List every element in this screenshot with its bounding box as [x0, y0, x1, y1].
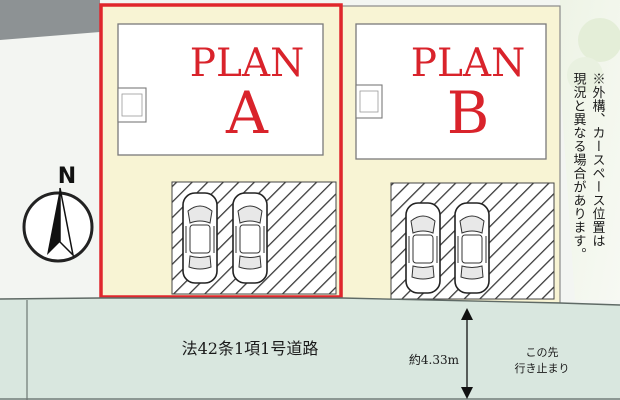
- plan-a-word: PLAN: [190, 41, 304, 86]
- dead-end-line-1: この先: [526, 346, 559, 359]
- note-column-1: ※外構、カースペース位置は: [590, 72, 606, 248]
- plan-a-letter: A: [225, 79, 269, 147]
- road-width-dimension: [461, 308, 473, 399]
- road-width-label: 約4.33m: [409, 352, 460, 367]
- north-compass-icon: [22, 187, 94, 263]
- note-column-2: 現況と異なる場合があります。: [571, 72, 587, 261]
- road-area: [0, 298, 620, 400]
- compass-north-label: N: [58, 164, 76, 189]
- road-edge-north: [0, 297, 620, 306]
- cars: [182, 192, 490, 294]
- tree-blob: [567, 57, 603, 93]
- parked-car-icon: [182, 192, 218, 284]
- plan-b-word: PLAN: [411, 41, 525, 86]
- plan-b-letter: B: [447, 79, 490, 147]
- parked-car-icon: [405, 202, 441, 294]
- parked-car-icon: [454, 202, 490, 294]
- dead-end-line-2: 行き止まり: [515, 362, 570, 375]
- road-type-label: 法42条1項1号道路: [182, 339, 319, 358]
- neighbor-building: [0, 0, 100, 40]
- parked-car-icon: [232, 192, 268, 284]
- house-plan-b: [355, 23, 547, 160]
- house-plan-a: [117, 23, 324, 156]
- tree-blob: [578, 18, 620, 62]
- plan-a-highlight-border: [99, 3, 343, 299]
